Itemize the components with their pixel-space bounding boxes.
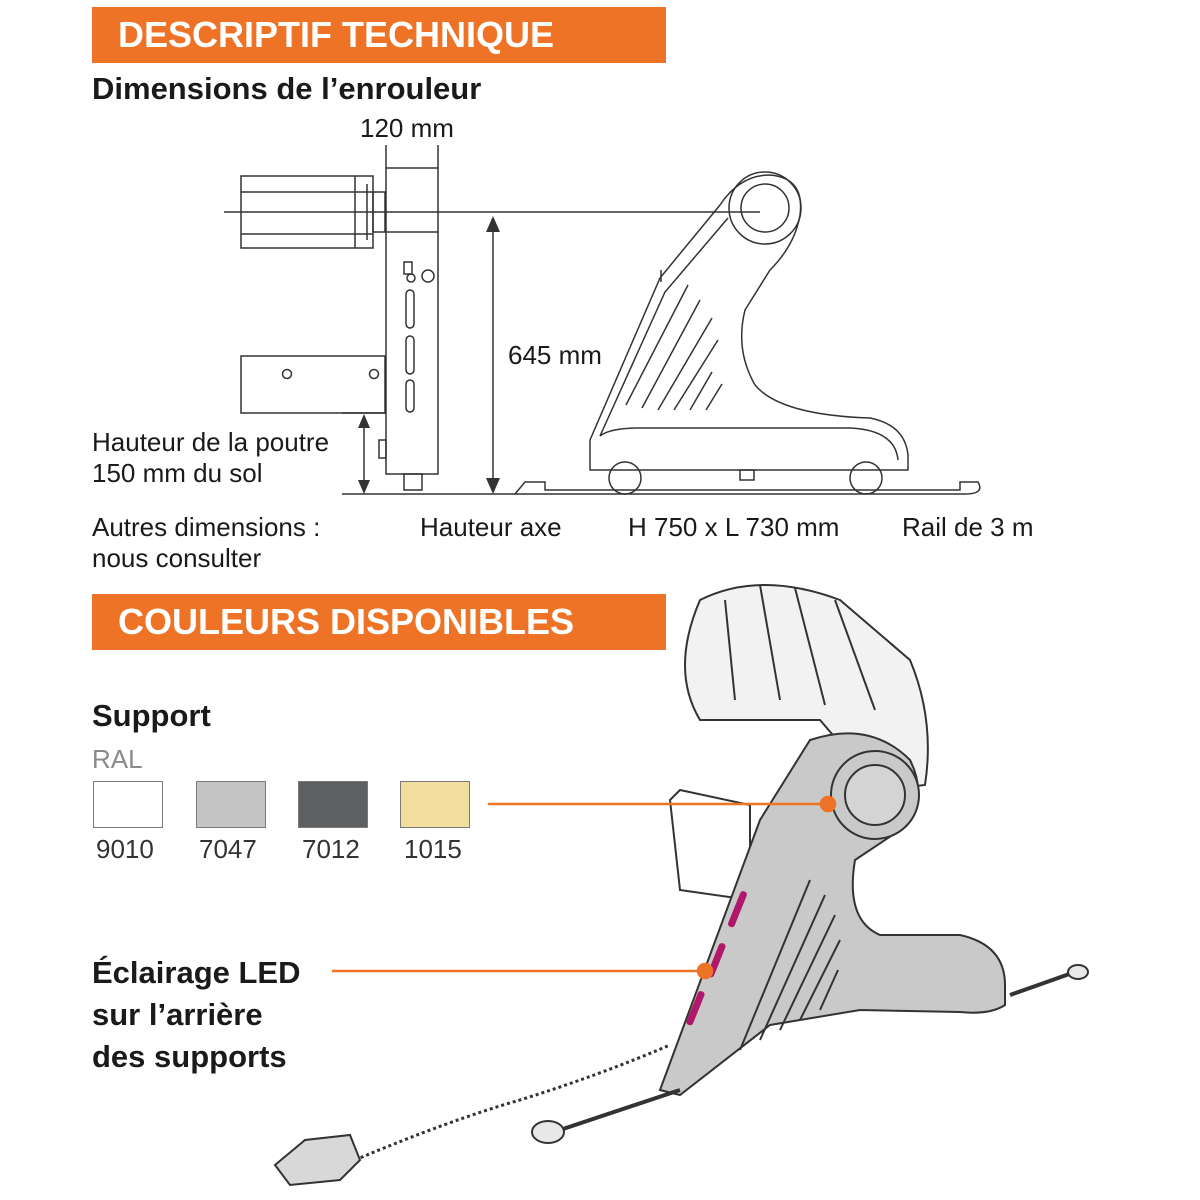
led-caption-line2: sur l’arrière (92, 997, 263, 1032)
ral-label: RAL (92, 744, 143, 774)
width-label: 120 mm (360, 113, 454, 143)
swatch-9010 (93, 781, 163, 828)
rail-label: Rail de 3 m (902, 512, 1034, 542)
support-title: Support (92, 698, 211, 733)
side-beam (240, 355, 386, 414)
size-label: H 750 x L 730 mm (628, 512, 840, 542)
front-support-outline (513, 171, 981, 495)
beam-label-line1: Hauteur de la poutre (92, 427, 330, 457)
other-dimensions-line2: nous consulter (92, 543, 262, 573)
swatch-code-7012: 7012 (302, 834, 360, 864)
product-render (273, 584, 1089, 1187)
swatch-7012 (298, 781, 368, 828)
swatch-1015 (400, 781, 470, 828)
support-callout-dot (819, 795, 837, 813)
led-caption: Éclairage LED sur l’arrière des supports (92, 952, 300, 1078)
section-banner-technical: DESCRIPTIF TECHNIQUE (92, 7, 666, 63)
height-label: 645 mm (508, 340, 602, 370)
dimensions-title: Dimensions de l’enrouleur (92, 71, 482, 106)
swatch-7047 (196, 781, 266, 828)
swatch-code-7047: 7047 (199, 834, 257, 864)
led-caption-line1: Éclairage LED (92, 955, 301, 990)
section-title-colors: COULEURS DISPONIBLES (118, 601, 575, 642)
swatch-code-1015: 1015 (404, 834, 462, 864)
side-plate (385, 167, 439, 475)
led-caption-line3: des supports (92, 1039, 287, 1074)
led-callout-dot (696, 962, 714, 980)
section-banner-colors: COULEURS DISPONIBLES (92, 594, 666, 650)
section-title-technical: DESCRIPTIF TECHNIQUE (118, 14, 555, 55)
axis-height-label: Hauteur axe (420, 512, 562, 542)
other-dimensions-line1: Autres dimensions : (92, 512, 321, 542)
beam-label-line2: 150 mm du sol (92, 458, 263, 488)
swatch-code-9010: 9010 (96, 834, 154, 864)
